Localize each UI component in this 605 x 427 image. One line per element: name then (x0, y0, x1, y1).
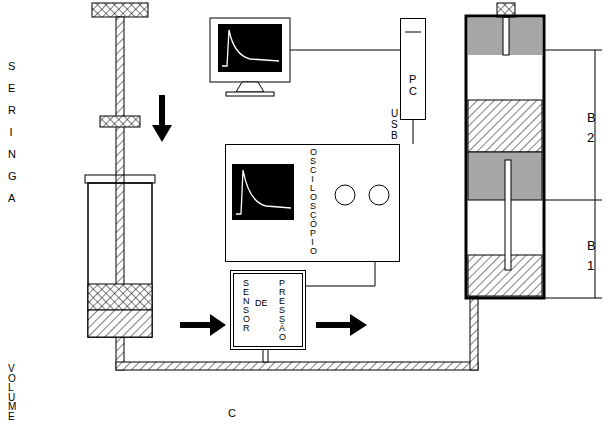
screw-stem (503, 17, 509, 55)
rod-collar (100, 116, 140, 127)
syringe-barrel (88, 183, 152, 337)
dimension-label: B 2 (587, 108, 594, 148)
edge-label: USB (391, 108, 397, 141)
push-arrow (159, 95, 165, 125)
oscilloscope: OSCILOSCÓPIO (225, 144, 400, 262)
node-text: SENSOR (243, 279, 248, 333)
part-name: VOLUME (8, 364, 14, 421)
monitor-base (226, 92, 274, 96)
pipe (116, 362, 478, 370)
signal-curve (222, 30, 279, 66)
dimension-tick (545, 50, 602, 51)
monitor (210, 18, 290, 82)
part-name: SERINGA (8, 55, 14, 209)
dimension-line (595, 50, 596, 298)
node-text: PRESSÃO (279, 279, 284, 342)
piston (468, 100, 542, 152)
node-text: OSCILOSCÓPIO (310, 148, 315, 256)
signal-curve (236, 170, 291, 214)
plunger-seal (88, 284, 152, 310)
plunger-rod (116, 17, 124, 285)
node-text: PC (409, 73, 415, 97)
node-text: DE (255, 298, 268, 308)
dimension-tick (545, 298, 602, 299)
cable (413, 120, 414, 144)
cable (306, 262, 375, 286)
flow-arrow (316, 322, 350, 328)
cylinder (466, 16, 544, 298)
part-name: C (228, 407, 234, 420)
plunger-head (88, 310, 152, 337)
fixed-block (468, 18, 542, 55)
dimension-label: B 1 (587, 236, 594, 276)
push-arrow (152, 125, 172, 142)
pc-slot (405, 32, 421, 33)
flow-arrow (210, 314, 226, 336)
video-cable (290, 50, 400, 51)
flow-arrow (180, 322, 210, 328)
piston-rod (505, 160, 511, 270)
pressure-sensor: SENSOR DE PRESSÃO (230, 270, 306, 350)
dimension-tick (545, 200, 602, 201)
scope-knob (335, 185, 355, 205)
scope-screen (232, 164, 294, 220)
monitor-screen (218, 24, 282, 72)
plunger-handle (92, 3, 148, 17)
scope-knob (369, 185, 389, 205)
barrel-flange (85, 175, 155, 183)
flow-arrow (350, 314, 367, 336)
pc-tower: PC (400, 18, 426, 120)
monitor-stand (236, 82, 264, 92)
pipe (470, 296, 478, 370)
